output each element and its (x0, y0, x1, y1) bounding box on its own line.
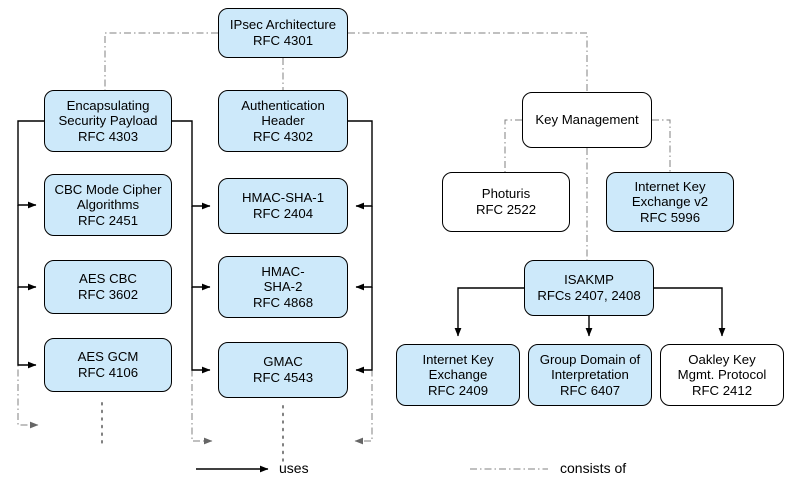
edge-ah-gmac (355, 287, 373, 374)
node-label: Internet Key Exchange v2 RFC 5996 (631, 178, 709, 225)
node-gmac[interactable]: GMAC RFC 4543 (218, 342, 348, 398)
legend-consists-of-label: consists of (560, 460, 627, 476)
node-label: Internet Key Exchange RFC 2409 (422, 351, 494, 398)
edge-ah-hmacsha2 (355, 206, 373, 291)
node-internet-key-exchange[interactable]: Internet Key Exchange RFC 2409 (396, 344, 520, 406)
ellipsis-dots (101, 402, 284, 465)
node-aes-gcm[interactable]: AES GCM RFC 4106 (44, 338, 172, 392)
node-label: Group Domain of Interpretation RFC 6407 (539, 351, 641, 398)
node-label: CBC Mode Cipher Algorithms RFC 2451 (54, 181, 162, 228)
node-label: Photuris RFC 2522 (475, 186, 537, 217)
edge-esp-aescbc (17, 205, 37, 291)
edge-esp-cbc (17, 120, 44, 209)
edge-esp-gmac (191, 287, 211, 374)
node-label: IPsec Architecture RFC 4301 (229, 17, 337, 48)
legend-uses-label: uses (279, 460, 309, 476)
node-label: Encapsulating Security Payload RFC 4303 (58, 97, 158, 144)
edge-ah-more-right (354, 152, 373, 445)
node-label: HMAC- SHA-2 RFC 4868 (252, 263, 314, 310)
node-encapsulating-security-payload[interactable]: Encapsulating Security Payload RFC 4303 (44, 90, 172, 152)
node-internet-key-exchange-v2[interactable]: Internet Key Exchange v2 RFC 5996 (606, 172, 734, 232)
node-label: Authentication Header RFC 4302 (241, 97, 325, 144)
node-key-management[interactable]: Key Management (522, 92, 652, 148)
edge-esp-hmacsha2 (191, 206, 211, 291)
edge-esp-aesgcm (17, 287, 37, 369)
node-label: Key Management (535, 112, 639, 128)
consists-of-edges (104, 32, 671, 260)
edge-esp-hmacsha1 (172, 120, 211, 210)
node-aes-cbc[interactable]: AES CBC RFC 3602 (44, 260, 172, 314)
node-oakley-key-mgmt-protocol[interactable]: Oakley Key Mgmt. Protocol RFC 2412 (660, 344, 784, 406)
edge-ah-hmacsha1 (348, 120, 373, 210)
edge-keymgmt-ikev2 (652, 119, 671, 172)
node-label: Oakley Key Mgmt. Protocol RFC 2412 (677, 351, 767, 398)
edge-ah-more (191, 152, 213, 445)
node-photuris[interactable]: Photuris RFC 2522 (442, 172, 570, 232)
node-label: AES GCM RFC 4106 (77, 349, 139, 380)
node-ipsec-architecture[interactable]: IPsec Architecture RFC 4301 (218, 8, 348, 58)
node-label: ISAKMP RFCs 2407, 2408 (537, 272, 641, 303)
edge-ipsec-esp (104, 32, 218, 90)
edge-keymgmt-photuris (504, 119, 522, 172)
node-label: AES CBC RFC 3602 (77, 271, 139, 302)
edge-isakmp-ike (454, 287, 524, 337)
node-cbc-mode-cipher-algorithms[interactable]: CBC Mode Cipher Algorithms RFC 2451 (44, 174, 172, 236)
node-label: GMAC RFC 4543 (252, 354, 314, 385)
edge-isakmp-oakley (654, 287, 726, 337)
node-group-domain-of-interpretation[interactable]: Group Domain of Interpretation RFC 6407 (528, 344, 652, 406)
edge-ipsec-keymgmt (348, 32, 588, 92)
edge-esp-more (17, 152, 39, 429)
uses-edges (17, 120, 726, 374)
node-authentication-header[interactable]: Authentication Header RFC 4302 (218, 90, 348, 152)
node-hmac-sha-2[interactable]: HMAC- SHA-2 RFC 4868 (218, 256, 348, 318)
node-label: HMAC-SHA-1 RFC 2404 (241, 190, 325, 221)
node-isakmp[interactable]: ISAKMP RFCs 2407, 2408 (524, 260, 654, 316)
node-hmac-sha-1[interactable]: HMAC-SHA-1 RFC 2404 (218, 178, 348, 234)
